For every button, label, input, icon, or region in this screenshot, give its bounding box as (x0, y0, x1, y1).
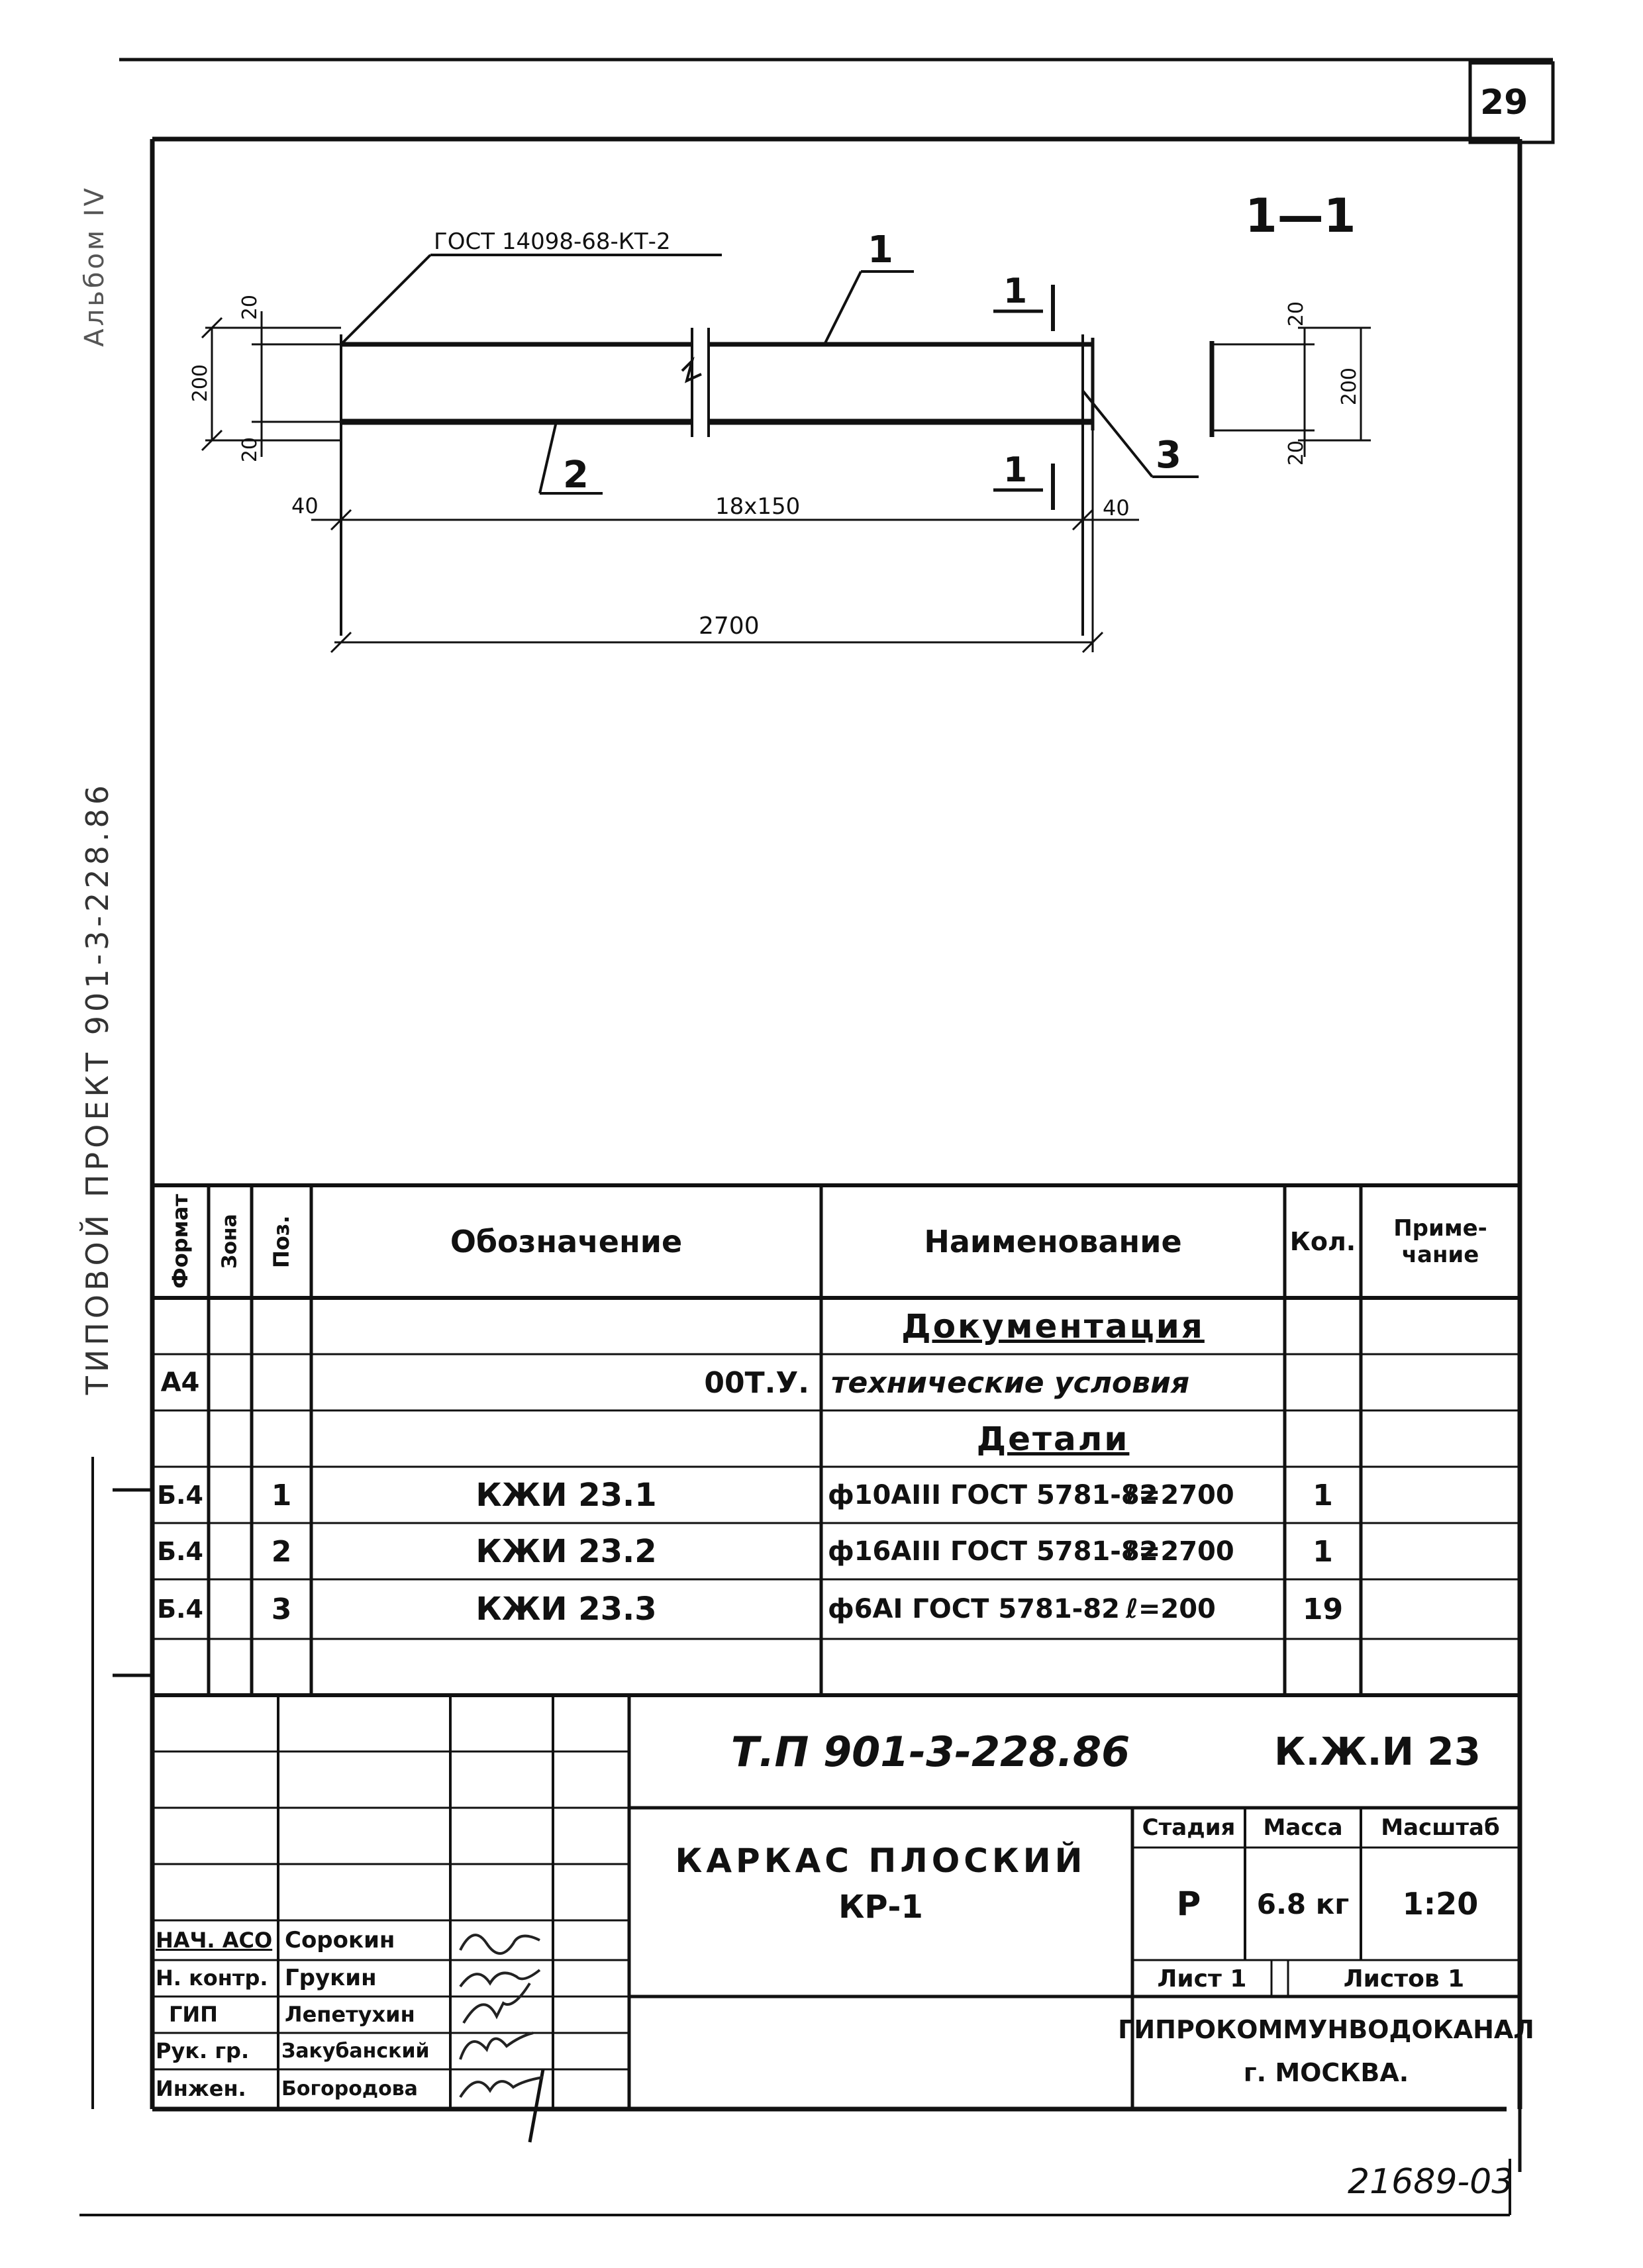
page-number: 29 (1480, 83, 1528, 123)
part-row-name: ф16АIII ГОСТ 5781-82 (828, 1536, 1158, 1567)
staff-name: Лепетухин (285, 2002, 415, 2027)
dim-20-top: 20 (238, 295, 262, 320)
position-3-label: 3 (1156, 434, 1181, 477)
staff-name: Грукин (285, 1965, 377, 1991)
staff-name: Богородова (281, 2077, 418, 2100)
signature-mark (459, 2076, 544, 2098)
doc-row-designation: 00Т.У. (704, 1365, 809, 1400)
sheet-code: К.Ж.И 23 (1274, 1729, 1481, 1774)
spec-header-designation: Обозначение (450, 1224, 683, 1259)
part-row-format: Б.4 (157, 1481, 203, 1510)
part-row-designation: КЖИ 23.2 (475, 1533, 657, 1570)
part-row-length: ℓ=2700 (1126, 1536, 1234, 1567)
position-1-label: 1 (868, 228, 893, 271)
cut-mark-top: 1 (1003, 271, 1028, 311)
part-row-quantity: 1 (1313, 1534, 1333, 1569)
part-row-format: Б.4 (157, 1537, 203, 1566)
section-dim-20-bottom: 20 (1285, 440, 1308, 466)
part-row-length: ℓ=200 (1126, 1594, 1216, 1624)
organization-line2: г. МОСКВА. (1243, 2058, 1409, 2087)
bottom-archive-number: 21689-03 (1348, 2162, 1514, 2202)
scale-label: Масштаб (1381, 1814, 1500, 1841)
part-row-position: 3 (271, 1592, 292, 1626)
section-label: 1—1 (1245, 189, 1356, 243)
spec-section-parts: Детали (976, 1420, 1130, 1458)
dim-total: 2700 (699, 613, 760, 640)
drawing-title-line2: КР-1 (838, 1889, 923, 1926)
weld-note: ГОСТ 14098-68-КТ-2 (434, 228, 671, 255)
organization-line1: ГИПРОКОММУНВОДОКАНАЛ (1118, 2015, 1534, 2044)
doc-row-format: А4 (160, 1367, 200, 1398)
spec-header-format: Формат (168, 1194, 193, 1289)
signature-mark (459, 1934, 540, 1955)
stage-label: Стадия (1142, 1814, 1236, 1841)
dim-200: 200 (189, 364, 212, 403)
sheets-label: Листов 1 (1343, 1965, 1465, 1993)
mass-label: Масса (1263, 1814, 1343, 1841)
staff-role: Н. контр. (156, 1965, 268, 1991)
dim-40-left: 40 (291, 493, 319, 518)
part-row-position: 2 (271, 1534, 292, 1569)
cut-mark-bottom: 1 (1003, 450, 1028, 490)
signature-mark (459, 1969, 541, 1988)
part-row-name: ф10АIII ГОСТ 5781-82 (828, 1480, 1158, 1510)
staff-name: Закубанский (281, 2039, 430, 2063)
drawing-title-line1: КАРКАС ПЛОСКИЙ (675, 1842, 1087, 1880)
staff-role: Инжен. (156, 2076, 246, 2101)
part-row-quantity: 1 (1313, 1478, 1333, 1512)
signature-mark (462, 1982, 531, 2024)
part-row-quantity: 19 (1302, 1592, 1344, 1626)
project-code: Т.П 901-3-228.86 (730, 1727, 1130, 1776)
signatures (459, 1934, 544, 2098)
dim-40-right: 40 (1103, 495, 1130, 520)
scale-value: 1:20 (1402, 1886, 1479, 1922)
section-dim-20-top: 20 (1285, 301, 1308, 327)
part-row-length: ℓ=2700 (1126, 1480, 1234, 1510)
position-2-label: 2 (563, 454, 589, 497)
part-row-position: 1 (271, 1478, 292, 1512)
part-row-name: ф6АI ГОСТ 5781-82 (828, 1594, 1120, 1624)
spec-header-zone: Зона (218, 1214, 242, 1269)
staff-role: НАЧ. АСО (156, 1928, 273, 1953)
spec-header-quantity: Кол. (1289, 1227, 1356, 1256)
stage-value: Р (1176, 1885, 1201, 1923)
staff-role: Рук. гр. (156, 2038, 250, 2063)
spec-section-documentation: Документация (901, 1307, 1205, 1346)
part-row-designation: КЖИ 23.3 (475, 1591, 657, 1628)
margin-text-lower: Альбом IV (79, 185, 110, 347)
spec-header-note: Приме- чание (1393, 1215, 1487, 1268)
mass-value: 6.8 кг (1256, 1887, 1350, 1920)
spec-header-position: Поз. (269, 1215, 294, 1268)
margin-text-upper: ТИПОВОЙ ПРОЕКТ 901-3-228.86 (79, 781, 115, 1395)
part-row-format: Б.4 (157, 1595, 203, 1624)
staff-role: ГИП (169, 2002, 218, 2027)
section-dim-200: 200 (1338, 368, 1361, 406)
part-row-designation: КЖИ 23.1 (475, 1477, 657, 1514)
signature-mark (459, 2032, 534, 2060)
sheet-label: Лист 1 (1157, 1965, 1247, 1993)
spec-header-name: Наименование (924, 1224, 1182, 1259)
dim-spacing: 18x150 (715, 493, 801, 520)
doc-row-name: технические условия (831, 1365, 1190, 1400)
staff-name: Сорокин (285, 1927, 395, 1953)
dim-20-bottom: 20 (238, 437, 262, 463)
